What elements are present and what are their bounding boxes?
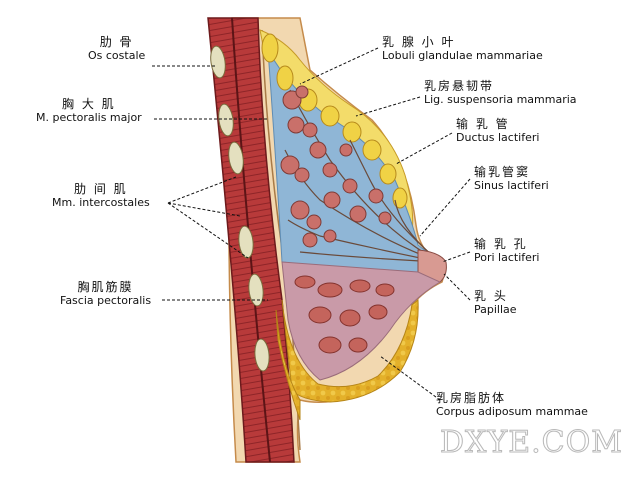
- label-lig-suspensoria-zh: 乳房悬韧带: [424, 79, 495, 93]
- label-os-costale: 肋 骨 Os costale: [88, 35, 146, 62]
- label-fascia-pectoralis: 胸肌筋膜 Fascia pectoralis: [60, 280, 152, 307]
- label-intercostales-la: Mm. intercostales: [52, 195, 150, 209]
- fat-lobules-upper: [261, 33, 408, 209]
- label-ductus-zh: 输 乳 管: [456, 117, 510, 131]
- lower-lobules: [294, 275, 395, 354]
- label-papillae-la: Papillae: [474, 302, 517, 316]
- label-papillae: 乳 头 Papillae: [474, 289, 517, 316]
- label-ductus-la: Ductus lactiferi: [456, 130, 540, 144]
- label-intercostales-zh: 肋 间 肌: [74, 182, 128, 196]
- watermark: DXYE.COM: [440, 425, 623, 461]
- label-pectoralis-major-zh: 胸 大 肌: [62, 97, 116, 111]
- label-pectoralis-major: 胸 大 肌 M. pectoralis major: [36, 97, 142, 124]
- label-pectoralis-major-la: M. pectoralis major: [36, 110, 142, 124]
- label-lobuli: 乳 腺 小 叶 Lobuli glandulae mammariae: [382, 35, 543, 62]
- label-lobuli-zh: 乳 腺 小 叶: [382, 35, 456, 49]
- label-sinus: 输乳管窦 Sinus lactiferi: [474, 165, 549, 192]
- label-pori: 输 乳 孔 Pori lactiferi: [474, 237, 540, 264]
- label-corpus-zh: 乳房脂肪体: [436, 391, 507, 405]
- label-fascia-pectoralis-la: Fascia pectoralis: [60, 293, 152, 307]
- label-corpus-la: Corpus adiposum mammae: [436, 404, 588, 418]
- label-os-costale-zh: 肋 骨: [99, 35, 134, 49]
- leader-lines: [152, 47, 471, 401]
- lower-fat-2: [275, 309, 301, 421]
- label-pori-zh: 输 乳 孔: [474, 237, 528, 251]
- label-papillae-zh: 乳 头: [474, 289, 508, 303]
- label-pori-la: Pori lactiferi: [474, 250, 540, 264]
- muscle-inner-line: [231, 17, 271, 463]
- label-sinus-la: Sinus lactiferi: [474, 178, 549, 192]
- label-fascia-pectoralis-zh: 胸肌筋膜: [77, 280, 134, 294]
- lobules: [280, 85, 392, 248]
- label-lig-suspensoria-la: Lig. suspensoria mammaria: [424, 92, 577, 106]
- label-lig-suspensoria: 乳房悬韧带 Lig. suspensoria mammaria: [424, 79, 577, 106]
- label-intercostales: 肋 间 肌 Mm. intercostales: [52, 182, 150, 209]
- ribs: [210, 45, 270, 372]
- label-ductus: 输 乳 管 Ductus lactiferi: [456, 117, 540, 144]
- label-corpus: 乳房脂肪体 Corpus adiposum mammae: [436, 391, 588, 418]
- label-os-costale-la: Os costale: [88, 48, 146, 62]
- lower-fat: [281, 298, 419, 403]
- label-sinus-zh: 输乳管窦: [474, 165, 531, 179]
- label-lobuli-la: Lobuli glandulae mammariae: [382, 48, 543, 62]
